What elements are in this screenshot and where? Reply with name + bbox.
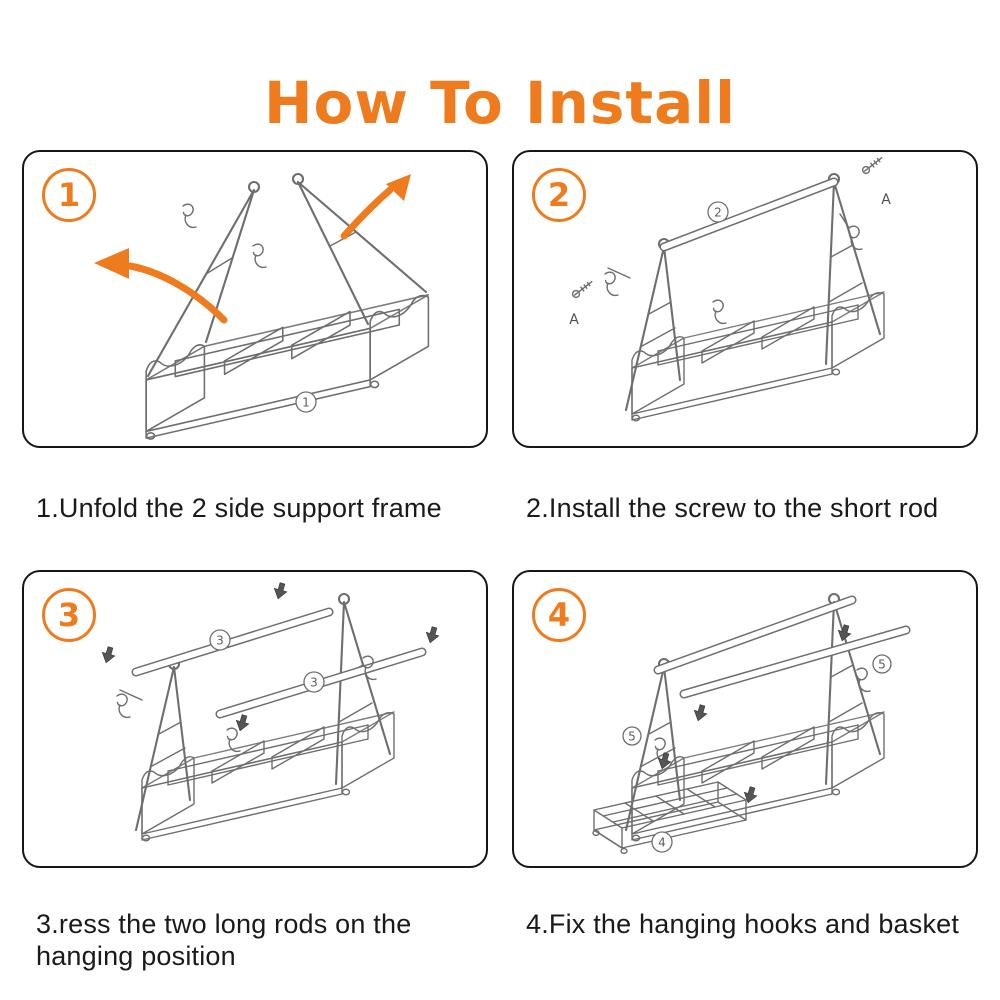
screw-icon bbox=[571, 280, 593, 299]
s-hook-icon bbox=[856, 667, 871, 693]
down-arrow-icon bbox=[657, 752, 672, 770]
svg-text:4: 4 bbox=[658, 836, 666, 850]
svg-text:3: 3 bbox=[310, 676, 318, 690]
basket bbox=[631, 711, 885, 842]
down-arrow-icon bbox=[837, 624, 852, 642]
illustration-unfold-frames: 1 bbox=[94, 172, 430, 440]
down-arrow-icon bbox=[235, 714, 250, 732]
down-arrow-icon bbox=[743, 786, 758, 804]
wire-rack bbox=[592, 781, 747, 855]
step-number: 2 bbox=[547, 176, 571, 214]
basket bbox=[145, 294, 430, 440]
svg-text:5: 5 bbox=[628, 730, 636, 744]
step-badge-3: 3 bbox=[42, 588, 96, 642]
curved-arrow-up-right-icon bbox=[340, 174, 411, 240]
step-panel-2: 2 bbox=[512, 150, 978, 448]
part-label-rack: 4 bbox=[651, 831, 673, 853]
step-panel-4: 4 bbox=[512, 570, 978, 868]
curved-arrow-left-icon bbox=[94, 248, 228, 324]
long-rod-lower bbox=[679, 625, 911, 699]
part-label-basket: 1 bbox=[295, 391, 317, 413]
step-badge-1: 1 bbox=[42, 168, 96, 222]
step-caption-1: 1.Unfold the 2 side support frame bbox=[36, 493, 442, 523]
svg-text:5: 5 bbox=[878, 658, 886, 672]
step-caption-3: 3.ress the two long rods on the hanging … bbox=[36, 909, 412, 971]
illustration-press-rods: 3 3 bbox=[101, 582, 440, 842]
s-hook-icon bbox=[604, 267, 631, 297]
step-number: 1 bbox=[57, 176, 81, 214]
part-label-rod-upper: 3 bbox=[209, 629, 231, 651]
page-title: How To Install bbox=[263, 68, 737, 137]
screw-label-top: A bbox=[881, 192, 891, 208]
step-number: 4 bbox=[547, 596, 571, 634]
step-caption-4: 4.Fix the hanging hooks and basket bbox=[526, 909, 960, 939]
down-arrow-icon bbox=[101, 646, 116, 664]
step-badge-4: 4 bbox=[532, 588, 586, 642]
screw-label-left: A bbox=[569, 312, 579, 328]
step-number: 3 bbox=[57, 596, 81, 634]
svg-text:3: 3 bbox=[216, 634, 224, 648]
folded-a-frame-left bbox=[146, 180, 261, 378]
step-panel-3: 3 bbox=[22, 570, 488, 868]
a-frame-far bbox=[824, 592, 882, 786]
screw-icon bbox=[861, 156, 883, 175]
long-rod-upper bbox=[653, 595, 857, 675]
s-hook-icon bbox=[226, 727, 241, 753]
short-rod bbox=[659, 177, 839, 252]
down-arrow-icon bbox=[693, 704, 708, 722]
svg-text:2: 2 bbox=[714, 206, 722, 220]
svg-text:1: 1 bbox=[302, 396, 310, 410]
a-frame-far bbox=[824, 172, 882, 366]
part-label-rod: 2 bbox=[707, 201, 729, 223]
step-caption-2: 2.Install the screw to the short rod bbox=[526, 493, 939, 523]
illustration-install-screw: A A 2 bbox=[569, 156, 891, 422]
down-arrow-icon bbox=[273, 582, 288, 600]
step-badge-2: 2 bbox=[532, 168, 586, 222]
a-frame-near bbox=[624, 237, 682, 412]
part-label-hook-right: 5 bbox=[872, 654, 892, 674]
a-frame-far bbox=[334, 592, 392, 786]
s-hook-icon bbox=[839, 213, 863, 251]
s-hook-icon bbox=[712, 299, 727, 325]
s-hook-icon bbox=[182, 203, 197, 229]
down-arrow-icon bbox=[425, 626, 440, 644]
s-hook-icon bbox=[252, 243, 267, 269]
basket bbox=[141, 711, 395, 842]
s-hook-icon bbox=[362, 655, 377, 681]
basket bbox=[631, 291, 885, 422]
illustration-fix-hooks-basket: 5 5 4 bbox=[592, 592, 911, 855]
folded-a-frame-right bbox=[252, 172, 428, 326]
step-panel-1: 1 bbox=[22, 150, 488, 448]
part-label-hook-left: 5 bbox=[622, 726, 642, 746]
part-label-rod-lower: 3 bbox=[303, 671, 325, 693]
a-frame-near bbox=[134, 657, 192, 832]
long-rod-upper bbox=[131, 607, 334, 677]
s-hook-icon bbox=[116, 689, 143, 719]
